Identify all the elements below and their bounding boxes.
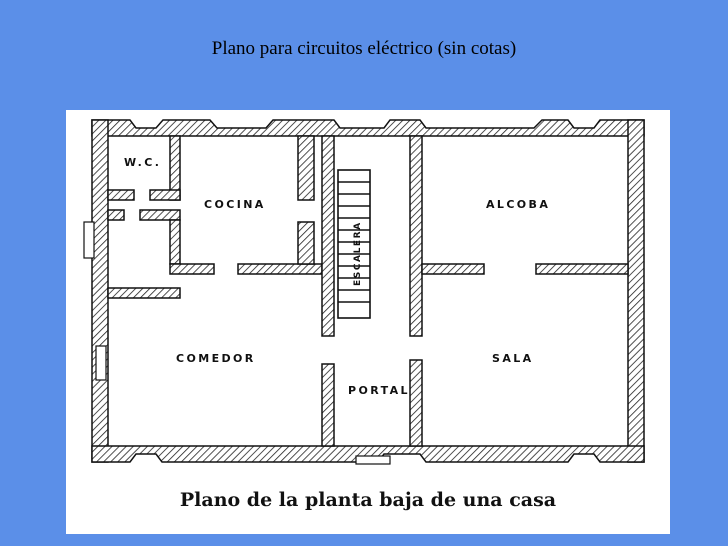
left-window-frame [83,221,95,259]
kitchen-wall-lower [169,263,215,275]
stair-treads [337,169,371,319]
plan-caption: Plano de la planta baja de una casa [180,489,556,511]
room-label-sala: SALA [492,352,534,365]
kitchen-cabinet [297,135,315,201]
floor-plan-figure: W.C. COCINA ESCALERA ALCOBA COMEDOR PORT… [66,110,670,534]
slide-title: Plano para circuitos eléctrico (sin cota… [211,38,517,59]
kitchen-cabinet-lower [297,221,315,265]
outer-wall-right [627,119,645,463]
room-label-comedor: COMEDOR [176,352,256,365]
outer-wall-bottom [91,445,645,463]
room-label-cocina: COCINA [204,198,266,211]
hall-wall-right-upper [409,135,423,337]
wc-wall-bottom-right [149,189,181,201]
room-label-alcoba: ALCOBA [486,198,550,211]
wc-wall-bottom [107,189,135,201]
pantry-wall-top-right [139,209,181,221]
hall-wall-left-upper [321,135,335,337]
room-label-portal: PORTAL [348,384,410,397]
pantry-wall-bottom [107,287,181,299]
outer-wall-top [91,119,645,137]
hall-wall-left-lower [321,363,335,447]
pantry-wall-right [169,219,181,265]
room-label-wc: W.C. [124,156,161,169]
room-label-escalera: ESCALERA [353,221,363,286]
outer-wall-left [91,119,109,463]
floor-plan-drawing: W.C. COCINA ESCALERA ALCOBA COMEDOR PORT… [83,119,645,511]
openings [83,221,391,465]
kitchen-wall-mid [237,263,323,275]
front-door-frame [355,455,391,465]
bedroom-wall-right [535,263,629,275]
hall-wall-right-lower [409,359,423,447]
left-window-frame-lower [95,345,107,381]
pantry-wall-top [107,209,125,221]
bedroom-wall-left [421,263,485,275]
walls [91,119,645,463]
